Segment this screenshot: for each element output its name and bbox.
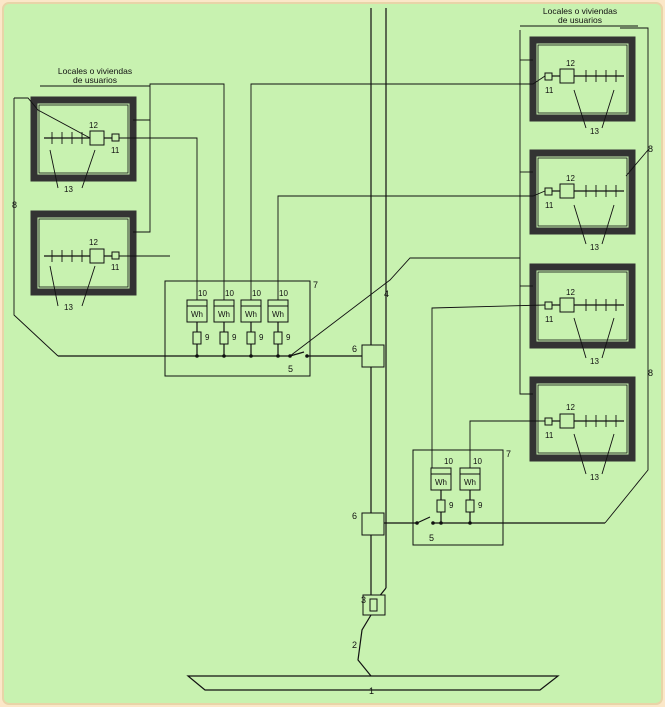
meter-label: Wh [272, 310, 284, 319]
label-9: 9 [286, 333, 291, 342]
label-10: 10 [225, 289, 234, 298]
dwelling-unit-right-1: 11 12 13 [529, 36, 636, 136]
heading-right-line1: Locales o viviendas [543, 6, 617, 16]
label-13: 13 [64, 185, 73, 194]
label-11: 11 [545, 86, 554, 95]
dwelling-unit-right-2: 11 12 13 [529, 149, 636, 252]
label-9: 9 [205, 333, 210, 342]
label-1: 1 [369, 686, 374, 696]
label-11: 11 [111, 146, 120, 155]
junction-box-upper: 6 [352, 344, 385, 368]
label-12: 12 [566, 288, 575, 297]
label-13: 13 [590, 243, 599, 252]
label-12: 12 [89, 121, 98, 130]
label-8-right-bottom: 8 [648, 368, 653, 378]
label-6-lower: 6 [352, 511, 357, 521]
label-8-right-top: 8 [648, 144, 653, 154]
heading-right: Locales o viviendas de usuarios [520, 6, 638, 27]
label-11: 11 [545, 201, 554, 210]
label-10: 10 [198, 289, 207, 298]
label-8-left: 8 [12, 200, 17, 210]
junction-box-lower: 6 [352, 511, 385, 536]
meter-unit-4: Wh 10 9 [267, 289, 291, 358]
label-12: 12 [566, 174, 575, 183]
label-7-right: 7 [506, 449, 511, 459]
label-10: 10 [252, 289, 261, 298]
meter-board-left: 7 Wh 10 9 Wh 10 9 Wh 10 [58, 280, 362, 377]
label-3: 3 [361, 595, 366, 605]
label-13: 13 [590, 357, 599, 366]
label-12: 12 [566, 59, 575, 68]
label-10: 10 [473, 457, 482, 466]
grounding-assembly: 3 2 1 [186, 594, 560, 696]
label-11: 11 [545, 315, 554, 324]
heading-left: Locales o viviendas de usuarios [40, 66, 150, 87]
meter-label: Wh [218, 310, 230, 319]
label-12: 12 [89, 238, 98, 247]
dwelling-unit-right-3: 11 12 13 [529, 263, 636, 366]
label-11: 11 [111, 263, 120, 272]
heading-left-line1: Locales o viviendas [58, 66, 132, 76]
feeders-right: 8 8 [431, 27, 653, 524]
meter-label: Wh [435, 478, 447, 487]
label-5-right: 5 [429, 533, 434, 543]
label-13: 13 [64, 303, 73, 312]
meter-label: Wh [245, 310, 257, 319]
meter-unit-5: Wh 10 9 [430, 457, 454, 525]
label-6-upper: 6 [352, 344, 357, 354]
dwelling-unit-right-4: 11 12 13 [529, 376, 636, 482]
meter-label: Wh [191, 310, 203, 319]
meter-label: Wh [464, 478, 476, 487]
dwelling-unit-left-2: 12 11 13 [30, 210, 137, 312]
label-10: 10 [444, 457, 453, 466]
label-5-left: 5 [288, 364, 293, 374]
label-7-left: 7 [313, 280, 318, 290]
label-12: 12 [566, 403, 575, 412]
label-9: 9 [259, 333, 264, 342]
label-13: 13 [590, 473, 599, 482]
protection-box-3 [362, 594, 386, 616]
heading-right-line2: de usuarios [558, 15, 602, 25]
label-13: 13 [590, 127, 599, 136]
label-9: 9 [232, 333, 237, 342]
label-4: 4 [384, 289, 389, 299]
heading-left-line2: de usuarios [73, 75, 117, 85]
label-2: 2 [352, 640, 357, 650]
label-9: 9 [449, 501, 454, 510]
label-10: 10 [279, 289, 288, 298]
label-11: 11 [545, 431, 554, 440]
feeders-left: 8 [12, 83, 520, 357]
label-9: 9 [478, 501, 483, 510]
dwelling-unit-left-1: 12 11 13 [30, 96, 137, 194]
